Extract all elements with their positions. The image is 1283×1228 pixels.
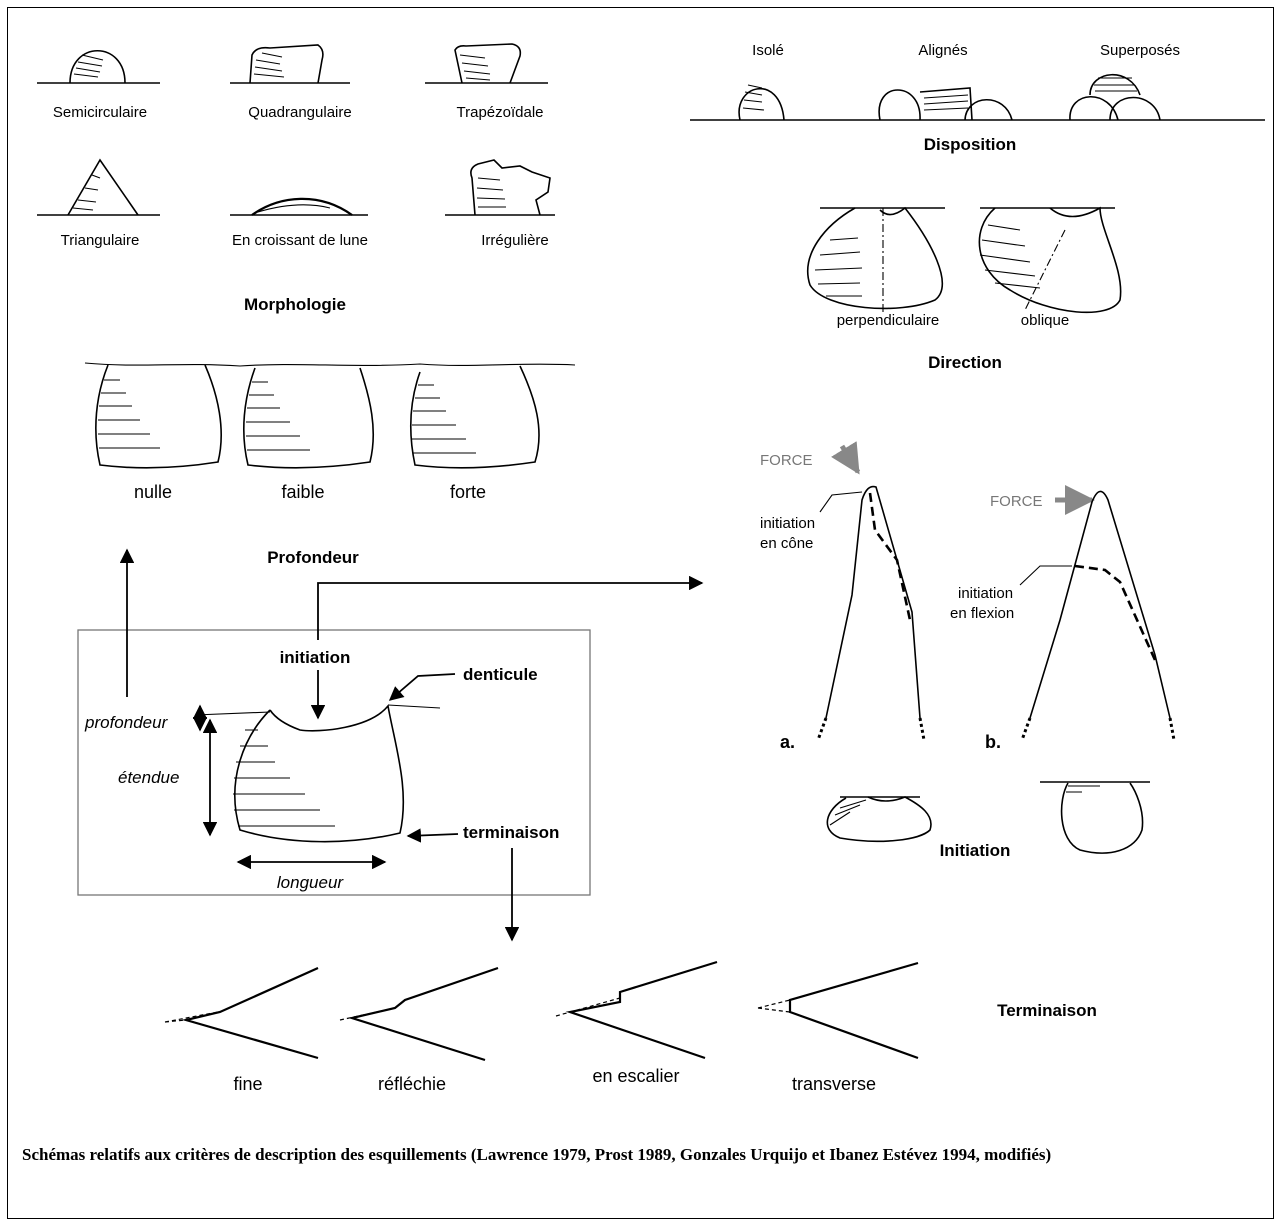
disposition-panel: Isolé Alignés Superposés Disposition <box>690 42 1265 154</box>
cone-label-line1: initiation <box>760 515 815 532</box>
shape-label-triangulaire: Triangulaire <box>61 232 140 249</box>
depth-scar-faible <box>244 368 373 468</box>
triangular-scar <box>37 160 160 215</box>
morphologie-title: Morphologie <box>244 295 346 314</box>
flexion-label-line1: initiation <box>958 585 1013 602</box>
initiation-label-a: a. <box>780 732 795 752</box>
termination-label-reflechie: réfléchie <box>378 1074 446 1094</box>
schema-label-denticule: denticule <box>463 665 538 684</box>
schema-label-terminaison: terminaison <box>463 823 559 842</box>
termination-label-escalier: en escalier <box>592 1066 679 1086</box>
cone-label-line2: en cône <box>760 535 813 552</box>
irregular-scar <box>445 160 555 215</box>
depth-label-faible: faible <box>281 482 324 502</box>
initiation-title: Initiation <box>940 841 1011 860</box>
disposition-label-alignes: Alignés <box>918 42 967 59</box>
termination-reflechie <box>340 968 498 1060</box>
crescent-scar <box>230 199 368 215</box>
flexion-scar <box>1040 782 1150 853</box>
direction-panel: perpendiculaire oblique Direction <box>808 208 1121 372</box>
oblique-scar <box>979 208 1120 312</box>
flexion-label-line2: en flexion <box>950 605 1014 622</box>
shape-label-quadrangulaire: Quadrangulaire <box>248 104 351 121</box>
depth-label-nulle: nulle <box>134 482 172 502</box>
connector-arrows <box>127 550 702 940</box>
schema-label-etendue: étendue <box>118 768 179 787</box>
force-label-b: FORCE <box>990 493 1043 510</box>
depth-scar-nulle <box>96 365 221 468</box>
direction-title: Direction <box>928 353 1002 372</box>
profondeur-panel: nulle faible forte Profondeur <box>85 363 575 567</box>
depth-label-forte: forte <box>450 482 486 502</box>
initiation-label-b: b. <box>985 732 1001 752</box>
disposition-label-superposes: Superposés <box>1100 42 1180 59</box>
termination-transverse <box>758 963 918 1058</box>
figure-caption: Schémas relatifs aux critères de descrip… <box>22 1142 1262 1168</box>
termination-label-transverse: transverse <box>792 1074 876 1094</box>
initiation-panel: FORCE initiation en cône a. FORCE initia… <box>760 446 1174 860</box>
trapezoidal-scar <box>425 44 548 83</box>
direction-label-perpendiculaire: perpendiculaire <box>837 312 940 329</box>
profondeur-title: Profondeur <box>267 548 359 567</box>
schema-label-initiation: initiation <box>280 648 351 667</box>
disposition-label-isole: Isolé <box>752 42 784 59</box>
shape-label-trapezoidale: Trapézoïdale <box>457 104 544 121</box>
perpendicular-scar <box>808 208 945 312</box>
termination-fine <box>165 968 318 1058</box>
termination-escalier <box>556 962 717 1058</box>
morphologie-panel: Semicirculaire Quadrangulaire Trapézoïda… <box>37 44 555 314</box>
quadrangular-scar <box>230 45 350 83</box>
termination-label-fine: fine <box>233 1074 262 1094</box>
terminaison-title: Terminaison <box>997 1001 1097 1020</box>
semicircular-scar <box>37 51 160 83</box>
aligned-scars <box>879 88 1012 120</box>
cone-scar <box>827 797 931 841</box>
isolated-scar <box>739 85 784 120</box>
disposition-title: Disposition <box>924 135 1017 154</box>
shape-label-irreguliere: Irrégulière <box>481 232 549 249</box>
superposed-scars <box>1070 75 1160 120</box>
shape-label-croissant: En croissant de lune <box>232 232 368 249</box>
terminaison-panel: fine réfléchie en escalier transverse Te… <box>165 962 1097 1094</box>
direction-label-oblique: oblique <box>1021 312 1069 329</box>
depth-scar-forte <box>411 366 539 468</box>
schema-label-profondeur: profondeur <box>84 713 169 732</box>
schema-box: initiation denticule profondeur étendue … <box>78 630 590 895</box>
shape-label-semicirculaire: Semicirculaire <box>53 104 147 121</box>
schema-label-longueur: longueur <box>277 873 345 892</box>
force-label-a: FORCE <box>760 452 813 469</box>
